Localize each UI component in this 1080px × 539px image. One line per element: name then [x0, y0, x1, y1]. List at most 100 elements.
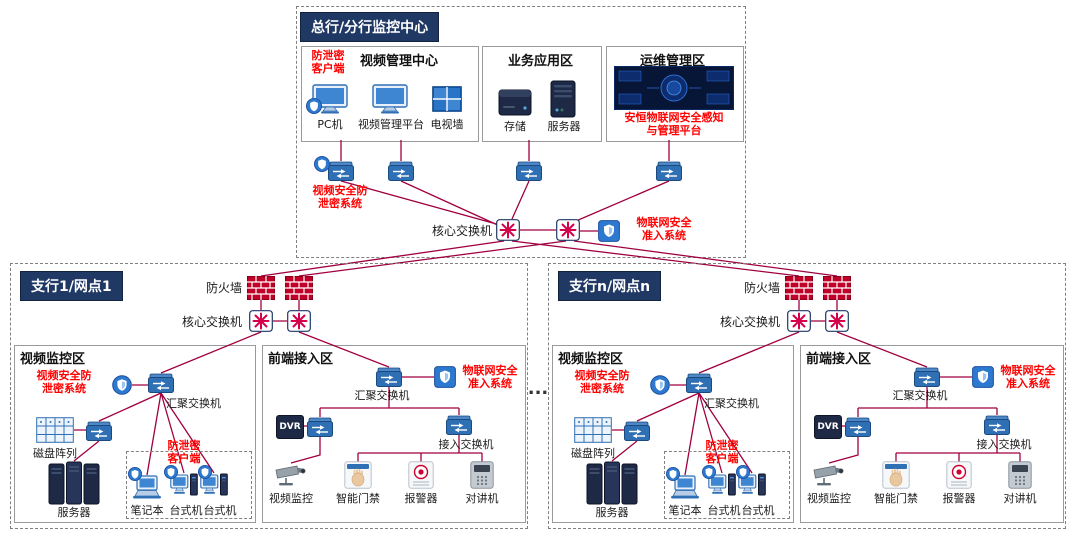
- leak-client-label: 防泄密 客户端: [167, 439, 201, 466]
- intercom-icon: [1008, 461, 1032, 489]
- tv-wall-label: 电视墙: [430, 118, 464, 131]
- intercom-label: 对讲机: [465, 492, 499, 505]
- branchN-section: 支行n/网点n 防火墙 核心交换机 视频监控区 视频安全防 泄密系统 汇聚交换机…: [548, 263, 1066, 530]
- switch-icon: [328, 161, 354, 181]
- iot-access-icon: [598, 220, 620, 242]
- branch1-section: 支行1/网点1 防火墙 核心交换机 视频监控区 视频安全防 泄密系统 汇聚交换机…: [10, 263, 528, 530]
- firewall-icon: [247, 276, 275, 300]
- core-switch-icon: [787, 310, 811, 332]
- video-zone-title: 视频监控区: [558, 352, 624, 367]
- leak-client-label: 防泄密 客户端: [311, 49, 345, 76]
- door-access-label: 智能门禁: [874, 492, 918, 505]
- alarm-icon: [408, 461, 434, 489]
- shield-icon: [112, 375, 132, 395]
- iot-access-label: 物联网安全 准入系统: [1000, 364, 1056, 391]
- servers-icon: [586, 461, 638, 505]
- video-platform-label: 视频管理平台: [358, 118, 424, 131]
- switch-icon: [845, 417, 871, 437]
- video-platform-icon: [372, 84, 408, 114]
- disk-array-icon: [574, 417, 612, 443]
- video-leak-system-label: 视频安全防 泄密系统: [574, 369, 630, 396]
- shield-badge-icon: [198, 465, 212, 479]
- firewall-label: 防火墙: [205, 281, 242, 295]
- aggregation-switch-label: 汇聚交换机: [704, 397, 759, 410]
- shield-icon: [650, 375, 670, 395]
- door-access-icon: [882, 461, 910, 489]
- shield-icon: [314, 156, 330, 172]
- dvr-box: DVR: [276, 415, 304, 439]
- video-zone-title: 视频监控区: [20, 352, 86, 367]
- core-switch-label: 核心交换机: [719, 315, 780, 329]
- aggregation-switch-label: 汇聚交换机: [354, 389, 410, 402]
- hq-leak-system-label: 视频安全防 泄密系统: [312, 184, 368, 211]
- firewall-icon: [285, 276, 313, 300]
- branch-boundary: [548, 263, 1066, 529]
- shield-badge-icon: [128, 467, 142, 481]
- branch-title: 支行1/网点1: [20, 271, 123, 301]
- disk-array-icon: [36, 417, 74, 443]
- core-switch-icon: [825, 310, 849, 332]
- aggregation-switch-icon: [376, 367, 402, 387]
- iot-access-label: 物联网安全 准入系统: [462, 364, 518, 391]
- switch-icon: [307, 417, 333, 437]
- core-switch-icon: [287, 310, 311, 332]
- door-access-icon: [344, 461, 372, 489]
- client-terminals-boundary: [126, 451, 252, 519]
- shield-badge-icon: [702, 465, 716, 479]
- access-switch-icon: [446, 415, 472, 435]
- firewall-label: 防火墙: [743, 281, 780, 295]
- hq-core-switch-label: 核心交换机: [431, 224, 492, 238]
- front-zone-title: 前端接入区: [806, 352, 872, 367]
- intercom-label: 对讲机: [1003, 492, 1037, 505]
- alarm-label: 报警器: [404, 492, 438, 505]
- access-switch-label: 接入交换机: [438, 438, 494, 451]
- firewall-icon: [823, 276, 851, 300]
- core-switch-icon: [496, 219, 520, 241]
- desktop-label: 台式机: [203, 504, 237, 517]
- alarm-icon: [946, 461, 972, 489]
- camera-label: 视频监控: [807, 492, 851, 505]
- storage-icon: [498, 86, 532, 116]
- servers-label: 服务器: [57, 506, 91, 519]
- alarm-label: 报警器: [942, 492, 976, 505]
- video-mgmt-title: 视频管理中心: [360, 54, 439, 69]
- servers-icon: [48, 461, 100, 505]
- shield-badge-icon: [736, 465, 750, 479]
- storage-label: 存储: [504, 120, 526, 133]
- front-zone-title: 前端接入区: [268, 352, 334, 367]
- disk-array-label: 磁盘阵列: [33, 447, 77, 460]
- desktop-label: 台式机: [741, 504, 775, 517]
- core-switch-icon: [556, 219, 580, 241]
- hq-title: 总行/分行监控中心: [300, 12, 440, 42]
- pc-label: PC机: [317, 118, 343, 131]
- shield-badge-icon: [666, 467, 680, 481]
- iot-access-icon: [434, 366, 456, 388]
- disk-array-label: 磁盘阵列: [571, 447, 615, 460]
- aggregation-switch-icon: [686, 373, 712, 393]
- access-switch-label: 接入交换机: [976, 438, 1032, 451]
- desktop-label: 台式机: [169, 504, 203, 517]
- cctv-camera-icon: [812, 463, 846, 487]
- shield-badge-icon: [306, 98, 322, 114]
- iot-access-icon: [972, 366, 994, 388]
- video-leak-system-label: 视频安全防 泄密系统: [36, 369, 92, 396]
- shield-badge-icon: [164, 465, 178, 479]
- business-zone-title: 业务应用区: [508, 54, 574, 69]
- access-switch-icon: [984, 415, 1010, 435]
- laptop-label: 笔记本: [668, 504, 702, 517]
- laptop-label: 笔记本: [130, 504, 164, 517]
- door-access-label: 智能门禁: [336, 492, 380, 505]
- dvr-box: DVR: [814, 415, 842, 439]
- aggregation-switch-label: 汇聚交换机: [892, 389, 948, 402]
- hq-iot-access-label: 物联网安全 准入系统: [636, 216, 692, 243]
- client-terminals-boundary: [664, 451, 790, 519]
- core-switch-icon: [249, 310, 273, 332]
- cctv-camera-icon: [274, 463, 308, 487]
- switch-icon: [86, 421, 112, 441]
- aggregation-switch-label: 汇聚交换机: [166, 397, 221, 410]
- switch-icon: [388, 161, 414, 181]
- leak-client-label: 防泄密 客户端: [705, 439, 739, 466]
- tv-wall-icon: [432, 86, 462, 112]
- branches-ellipsis: ...: [527, 378, 549, 399]
- server-icon: [550, 80, 576, 118]
